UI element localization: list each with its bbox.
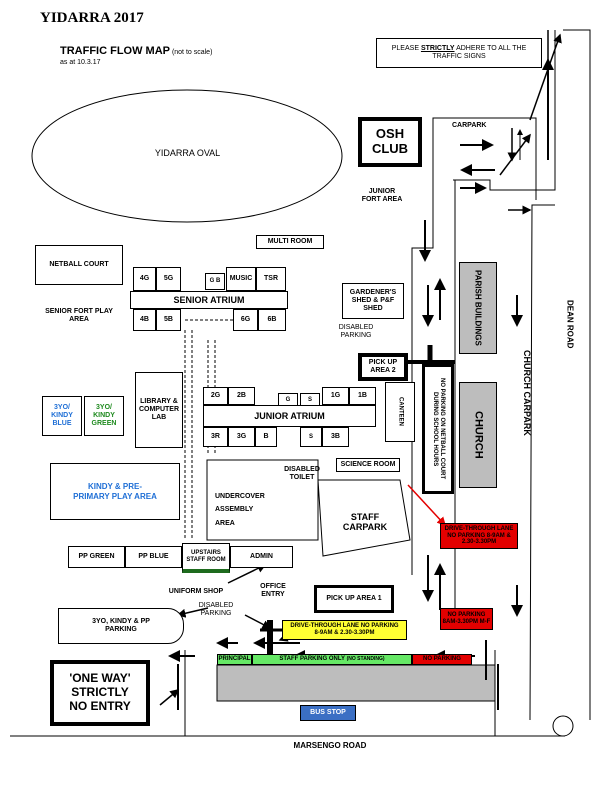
- map-title: YIDARRA 2017: [40, 10, 144, 26]
- disabled-parking-bot: DISABLED PARKING: [198, 602, 234, 618]
- church-label: CHURCH: [472, 411, 485, 459]
- road-outline-c: [453, 30, 556, 191]
- junior-atrium: JUNIOR ATRIUM: [203, 405, 376, 427]
- pp-green: PP GREEN: [68, 546, 125, 568]
- oval-shape: [31, 89, 343, 223]
- arrow-office: [227, 564, 267, 584]
- arrow-kindy-pk: [176, 607, 209, 618]
- room-4b: 4B: [133, 309, 156, 331]
- junior-fort: JUNIOR FORT AREA: [360, 178, 404, 214]
- canteen-label: CANTEEN: [397, 397, 404, 427]
- road-outline-e: [563, 29, 591, 720]
- room-2g: 2G: [203, 387, 228, 405]
- netball-court: NETBALL COURT: [35, 245, 123, 285]
- arrow-top-right: [499, 133, 531, 176]
- room-4g: 4G: [133, 267, 156, 291]
- arrow-disabled: [244, 614, 272, 629]
- room-6b: 6B: [258, 309, 286, 331]
- room-music: MUSIC: [226, 267, 256, 291]
- oval-label: YIDARRA OVAL: [154, 148, 221, 158]
- library: LIBRARY & COMPUTER LAB: [135, 372, 183, 448]
- osh-club: OSH CLUB: [358, 117, 422, 167]
- drive-through-yellow: DRIVE-THROUGH LANE NO PARKING 8-9AM & 2.…: [282, 620, 407, 640]
- parish-buildings: PARISH BUILDINGS: [459, 262, 497, 354]
- church-carpark-label: CHURCH CARPARK: [522, 350, 532, 436]
- roundabout: [552, 715, 574, 737]
- subtitle-text: TRAFFIC FLOW MAP: [60, 45, 170, 57]
- pickup-area-1: PICK UP AREA 1: [314, 585, 394, 613]
- arrow-top-right2: [529, 33, 562, 121]
- staff-parking-label: STAFF PARKING ONLY: [279, 656, 345, 663]
- map-subtitle: TRAFFIC FLOW MAP (not to scale): [60, 45, 212, 58]
- notice-text: PLEASE STRICTLY ADHERE TO ALL THE TRAFFI…: [383, 45, 535, 61]
- dean-road: DEAN ROAD: [562, 300, 578, 390]
- room-5g: 5G: [156, 267, 181, 291]
- parking-strip: [216, 664, 496, 702]
- no-parking-small: NO PARKING: [412, 654, 472, 665]
- room-3g: 3G: [228, 427, 255, 447]
- room-gb: G B: [205, 273, 225, 290]
- bus-stop: BUS STOP: [300, 705, 356, 721]
- senior-fort: SENIOR FORT PLAY AREA: [45, 301, 113, 331]
- room-3b: 3B: [322, 427, 349, 447]
- arrow-red-diag: [407, 484, 447, 527]
- dean-road-label: DEAN ROAD: [565, 300, 575, 349]
- no-standing: (NO STANDING): [346, 655, 385, 662]
- kindy-blue: 3YO/ KINDY BLUE: [42, 396, 82, 436]
- room-s-bot: S: [300, 427, 322, 447]
- staff-carpark: STAFF CARPARK: [342, 512, 388, 533]
- room-1b: 1B: [349, 387, 376, 405]
- undercover-area: UNDERCOVER ASSEMBLY AREA: [215, 493, 265, 527]
- room-1g: 1G: [322, 387, 349, 405]
- map-date: as at 10.3.17: [60, 59, 101, 66]
- notice-box: PLEASE STRICTLY ADHERE TO ALL THE TRAFFI…: [376, 38, 542, 68]
- room-6g: 6G: [233, 309, 258, 331]
- subtitle-note: (not to scale): [171, 49, 213, 56]
- room-tsr: TSR: [256, 267, 286, 291]
- gardener-shed: GARDENER'S SHED & P&F SHED: [342, 283, 404, 319]
- no-parking-netball-label: NO PARKING ON NETBALL COURT DURING SCHOO…: [432, 378, 445, 480]
- pp-blue: PP BLUE: [125, 546, 182, 568]
- science-room: SCIENCE ROOM: [336, 458, 400, 472]
- parish-label: PARISH BUILDINGS: [473, 270, 483, 346]
- kindy-green: 3YO/ KINDY GREEN: [84, 396, 124, 436]
- uniform-shop: UNIFORM SHOP: [168, 588, 224, 595]
- notice-strong: STRICTLY: [420, 44, 455, 52]
- notice-pre: PLEASE: [391, 44, 421, 52]
- disabled-parking-top: DISABLED PARKING: [338, 324, 374, 340]
- church-building: CHURCH: [459, 382, 497, 488]
- admin: ADMIN: [230, 546, 293, 568]
- senior-atrium: SENIOR ATRIUM: [130, 291, 288, 309]
- staff-carpark-shape: [317, 479, 411, 557]
- one-way-pointer: [159, 689, 180, 706]
- walkway-b: [207, 340, 216, 455]
- marsengo-road: MARSENGO ROAD: [293, 741, 367, 750]
- staff-parking: STAFF PARKING ONLY (NO STANDING): [252, 654, 412, 665]
- room-b: B: [255, 427, 277, 447]
- undercover-shape: [206, 459, 319, 541]
- upstairs-staff-room: UPSTAIRS STAFF ROOM: [182, 543, 230, 573]
- road-outline-d: [432, 117, 537, 200]
- room-2b: 2B: [228, 387, 255, 405]
- carpark-label: CARPARK: [452, 122, 487, 129]
- notice-post: ADHERE TO ALL THE TRAFFIC SIGNS: [432, 44, 527, 60]
- no-parking-red: NO PARKING 8AM-3.30PM M-F: [440, 608, 493, 630]
- one-way-sign: 'ONE WAY' STRICTLY NO ENTRY: [50, 660, 150, 726]
- kindy-play-area: KINDY & PRE-PRIMARY PLAY AREA: [50, 463, 180, 520]
- multi-room: MULTI ROOM: [256, 235, 324, 249]
- kindy-parking: 3YO, KINDY & PP PARKING: [58, 608, 184, 644]
- pickup-area-2: PICK UP AREA 2: [358, 353, 408, 381]
- drive-through-red: DRIVE-THROUGH LANE NO PARKING 8-9AM & 2.…: [440, 523, 518, 549]
- road-outline-f: [529, 204, 555, 721]
- room-3r: 3R: [203, 427, 228, 447]
- principal-bay: PRINCIPAL: [217, 654, 252, 665]
- office-entry: OFFICE ENTRY: [260, 583, 286, 599]
- canteen: CANTEEN: [385, 382, 415, 442]
- disabled-toilet: DISABLED TOILET: [284, 466, 320, 482]
- room-5b: 5B: [156, 309, 181, 331]
- church-carpark: CHURCH CARPARK: [519, 350, 535, 520]
- no-parking-netball: NO PARKING ON NETBALL COURT DURING SCHOO…: [422, 364, 454, 494]
